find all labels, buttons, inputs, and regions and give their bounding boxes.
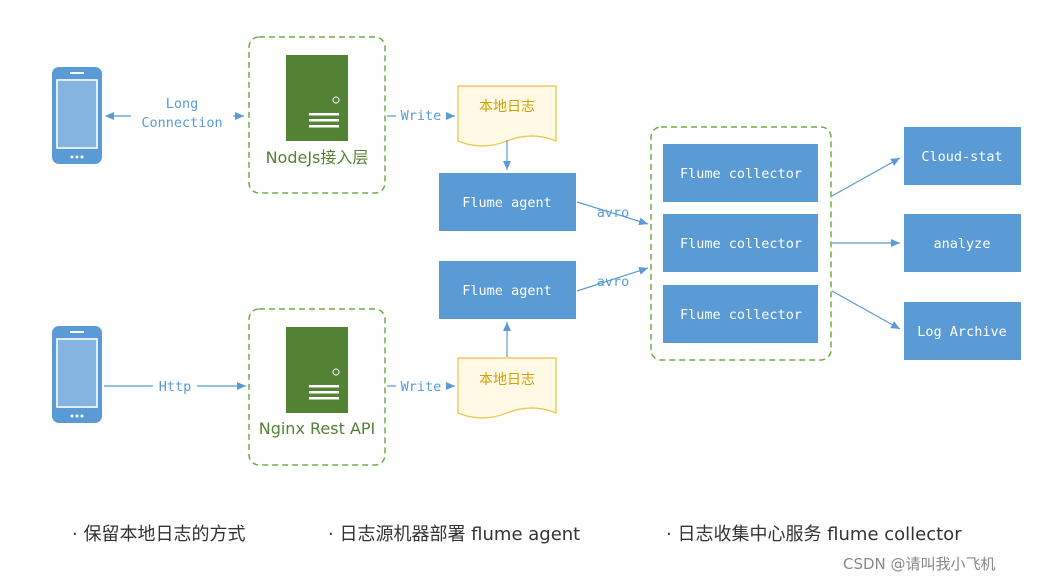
edge-label-http: Http [159,379,192,395]
flume-collector-box-2 [663,214,818,272]
local-log-document-top: 本地日志 [457,85,557,147]
flume-collector-label-1: Flume collector [680,166,802,182]
sink-box-log-archive [904,302,1021,360]
gateway-label-top: NodeJs接入层 [266,148,369,167]
server-icon-bottom [286,327,348,413]
flume-collector-label-2: Flume collector [680,236,802,252]
flume-agent-box-top [439,173,576,231]
edge-label-long: Long [166,96,199,112]
local-log-document-bottom: 本地日志 [457,357,557,419]
edge-label-connection: Connection [141,115,222,131]
gateway-label-bottom: Nginx Rest API [259,419,376,438]
flume-agent-label-top: Flume agent [462,195,551,211]
edge-label-write-top: Write [401,108,442,124]
flume-collector-box-3 [663,285,818,343]
edge-avro-top [576,201,649,226]
collector-container [650,126,832,361]
edge-to-log-archive [831,290,901,330]
edge-label-write-bottom: Write [401,379,442,395]
legend-item-flume-agent: · 日志源机器部署 flume agent [328,524,581,545]
server-icon-top [286,55,348,141]
edge-label-avro-bottom: avro [597,274,630,290]
edge-avro-bottom [576,266,649,292]
mobile-phone-icon-top [52,67,102,164]
edge-to-cloud-stat [831,157,901,197]
flume-collector-box-1 [663,144,818,202]
sink-label-analyze: analyze [934,236,991,252]
legend-item-local-log: · 保留本地日志的方式 [72,524,246,545]
local-log-label-bottom: 本地日志 [479,372,535,388]
csdn-watermark: CSDN @请叫我小飞机 [843,555,996,573]
local-log-label-top: 本地日志 [479,99,535,115]
gateway-container-bottom [248,308,386,466]
sink-box-analyze [904,214,1021,272]
legend-item-flume-collector: · 日志收集中心服务 flume collector [666,524,962,545]
edge-label-avro-top: avro [597,205,630,221]
sink-label-cloud-stat: Cloud-stat [921,149,1002,165]
flume-agent-box-bottom [439,261,576,319]
gateway-container-top [248,36,386,194]
flume-agent-label-bottom: Flume agent [462,283,551,299]
mobile-phone-icon-bottom [52,326,102,423]
sink-label-log-archive: Log Archive [917,324,1006,340]
flume-collector-label-3: Flume collector [680,307,802,323]
sink-box-cloud-stat [904,127,1021,185]
